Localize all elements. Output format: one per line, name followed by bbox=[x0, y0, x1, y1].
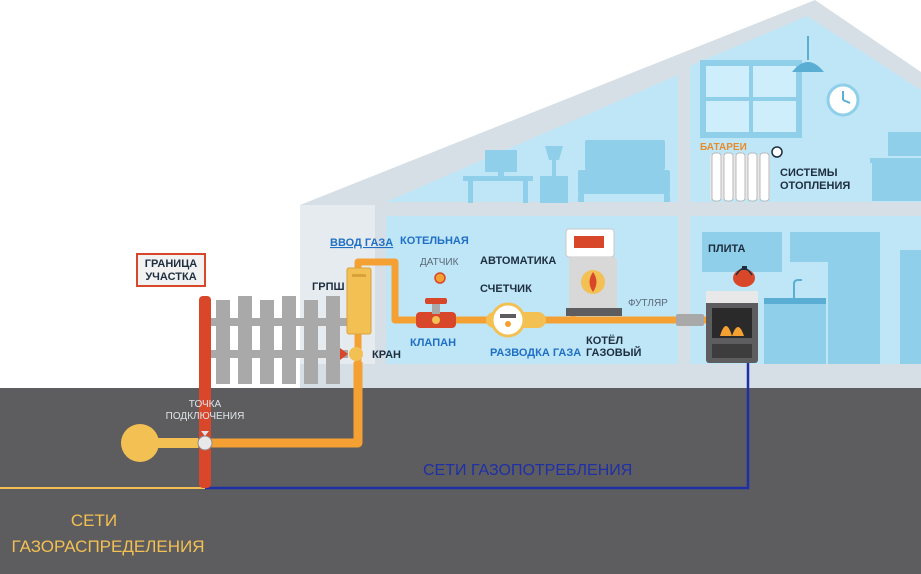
gas-valve-icon bbox=[416, 298, 456, 328]
radiator-icon bbox=[710, 146, 783, 202]
ground bbox=[0, 388, 921, 574]
boundary-label-line2: УЧАСТКА bbox=[145, 271, 196, 283]
boiler-label-line2: ГАЗОВЫЙ bbox=[586, 346, 642, 359]
gas-sensor-icon bbox=[434, 272, 446, 284]
boundary-sign-box bbox=[136, 253, 206, 287]
distribution-networks-label-line2: ГАЗОРАСПРЕДЕЛЕНИЯ bbox=[12, 537, 205, 556]
automation-label: АВТОМАТИКА bbox=[480, 255, 556, 267]
distribution-networks-label-line1: СЕТИ bbox=[71, 511, 117, 530]
gas-stove-icon bbox=[706, 291, 758, 363]
window bbox=[700, 60, 802, 138]
connection-point-valve bbox=[197, 431, 213, 451]
boundary-label-line1: ГРАНИЦА bbox=[145, 258, 197, 270]
gas-distribution-pipe bbox=[380, 258, 710, 324]
gas-distribution-label: РАЗВОДКА ГАЗА bbox=[490, 347, 581, 359]
gas-tank-icon bbox=[121, 424, 198, 462]
wall-clock-icon bbox=[826, 83, 860, 117]
desk-furniture bbox=[463, 150, 533, 203]
boundary-pipe bbox=[199, 296, 211, 488]
heating-label-line1: СИСТЕМЫ bbox=[780, 167, 838, 179]
house-foundation bbox=[300, 364, 921, 388]
gas-input-label: ВВОД ГАЗА bbox=[330, 237, 393, 249]
gas-meter-icon bbox=[486, 302, 546, 338]
connection-point-label-line1: ТОЧКА bbox=[189, 399, 222, 410]
kettle-icon bbox=[733, 266, 755, 287]
boiler-room bbox=[386, 216, 678, 364]
kran-label: КРАН bbox=[372, 349, 401, 361]
valve-label: КЛАПАН bbox=[410, 337, 456, 349]
pipe-sleeve bbox=[676, 314, 704, 326]
kitchen-cabinets bbox=[702, 232, 921, 364]
ceiling-lamp-icon bbox=[792, 36, 824, 72]
consumption-network-line bbox=[205, 358, 750, 490]
connection-point-label-line2: ПОДКЛЮЧЕНИЯ bbox=[166, 411, 245, 422]
gas-boiler-icon bbox=[565, 228, 622, 316]
table-lamp-furniture bbox=[540, 146, 568, 203]
radiators-label: БАТАРЕИ bbox=[700, 142, 747, 153]
gas-regulator-cabinet-icon bbox=[346, 267, 372, 335]
grpsh-label: ГРПШ bbox=[312, 281, 345, 293]
bed-furniture bbox=[578, 140, 670, 202]
monitor-right bbox=[870, 132, 921, 201]
kitchen-sink bbox=[764, 279, 826, 304]
gas-tap-icon bbox=[340, 347, 363, 361]
meter-label: СЧЕТЧИК bbox=[480, 283, 532, 295]
underground-gas-pipe bbox=[160, 362, 363, 448]
consumption-networks-label: СЕТИ ГАЗОПОТРЕБЛЕНИЯ bbox=[423, 462, 632, 479]
fence bbox=[210, 296, 348, 384]
stove-label: ПЛИТА bbox=[708, 243, 746, 255]
boiler-room-label: КОТЕЛЬНАЯ bbox=[400, 235, 469, 247]
boiler-label-line1: КОТЁЛ bbox=[586, 334, 623, 347]
heating-label-line2: ОТОПЛЕНИЯ bbox=[780, 180, 850, 192]
sleeve-label: ФУТЛЯР bbox=[628, 298, 668, 309]
sensor-label: ДАТЧИК bbox=[420, 257, 459, 268]
